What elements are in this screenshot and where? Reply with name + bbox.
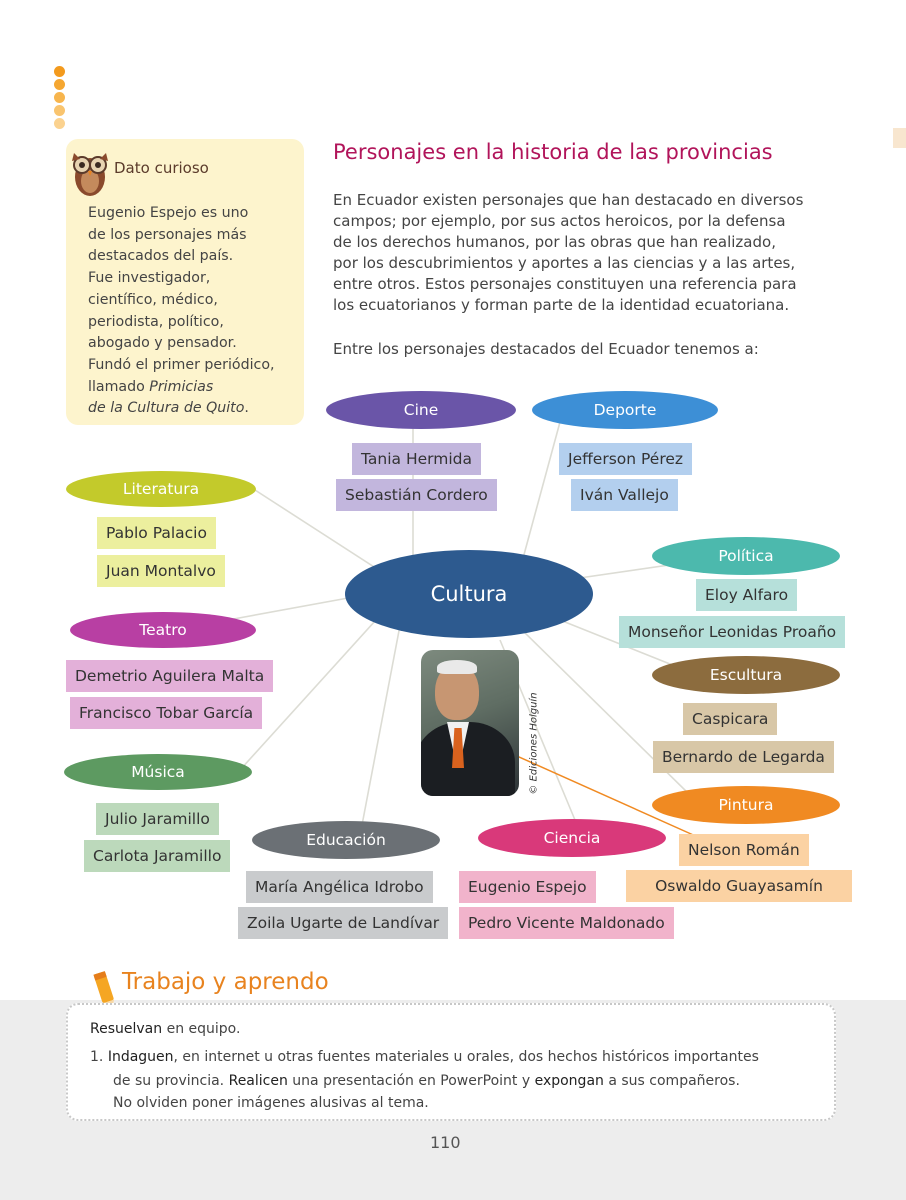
person-tag: Demetrio Aguilera Malta xyxy=(66,660,274,692)
person-tag: Iván Vallejo xyxy=(571,479,678,511)
page-number: 110 xyxy=(430,1133,461,1152)
person-tag: Oswaldo Guayasamín xyxy=(626,870,852,902)
category-teatro: Teatro xyxy=(70,612,256,648)
person-tag: María Angélica Idrobo xyxy=(246,871,433,903)
person-tag: Bernardo de Legarda xyxy=(653,741,834,773)
person-tag: Eloy Alfaro xyxy=(696,579,798,611)
category-musica: Música xyxy=(64,754,252,790)
person-tag: Pedro Vicente Maldonado xyxy=(459,907,674,939)
page-title: Personajes en la historia de las provinc… xyxy=(333,140,773,164)
person-tag: Zoila Ugarte de Landívar xyxy=(238,907,449,939)
photo-credit: © Ediciones Holguín xyxy=(528,692,540,795)
decorative-dots xyxy=(54,66,65,131)
person-tag: Julio Jaramillo xyxy=(96,803,219,835)
dato-curioso-title: Dato curioso xyxy=(114,159,209,177)
person-tag: Sebastián Cordero xyxy=(336,479,497,511)
category-politica: Política xyxy=(652,537,840,575)
person-tag: Monseñor Leonidas Proaño xyxy=(619,616,846,648)
dato-curioso-box: Dato curioso Eugenio Espejo es uno de lo… xyxy=(66,139,304,425)
person-tag: Jefferson Pérez xyxy=(559,443,693,475)
category-cine: Cine xyxy=(326,391,516,429)
category-pintura: Pintura xyxy=(652,786,840,824)
side-tab xyxy=(893,128,906,148)
activity-item-line-1: 1. Indaguen, en internet u otras fuentes… xyxy=(90,1049,759,1065)
category-cultura-center: Cultura xyxy=(345,550,593,638)
dato-curioso-text: Eugenio Espejo es uno de los personajes … xyxy=(88,205,275,417)
person-tag: Tania Hermida xyxy=(352,443,481,475)
person-tag: Nelson Román xyxy=(679,834,809,866)
owl-icon xyxy=(72,153,108,196)
instruction-line: Resuelvan en equipo. xyxy=(90,1021,241,1037)
person-tag: Carlota Jaramillo xyxy=(84,840,231,872)
trabajo-title: Trabajo y aprendo xyxy=(122,969,329,995)
person-tag: Caspicara xyxy=(683,703,778,735)
category-escultura: Escultura xyxy=(652,656,840,694)
person-tag: Pablo Palacio xyxy=(97,517,216,549)
person-tag: Juan Montalvo xyxy=(97,555,225,587)
person-tag: Francisco Tobar García xyxy=(70,697,263,729)
intro-lead-in: Entre los personajes destacados del Ecua… xyxy=(333,340,759,358)
intro-paragraph: En Ecuador existen personajes que han de… xyxy=(333,191,804,314)
category-literatura: Literatura xyxy=(66,471,256,507)
activity-item-line-3: No olviden poner imágenes alusivas al te… xyxy=(113,1095,429,1111)
portrait-photo xyxy=(421,650,519,796)
category-ciencia: Ciencia xyxy=(478,819,666,857)
category-deporte: Deporte xyxy=(532,391,718,429)
category-educacion: Educación xyxy=(252,821,440,859)
activity-item-line-2: de su provincia. Realicen una presentaci… xyxy=(113,1073,740,1089)
trabajo-box: Resuelvan en equipo. 1. Indaguen, en int… xyxy=(66,1003,836,1121)
person-tag: Eugenio Espejo xyxy=(459,871,596,903)
